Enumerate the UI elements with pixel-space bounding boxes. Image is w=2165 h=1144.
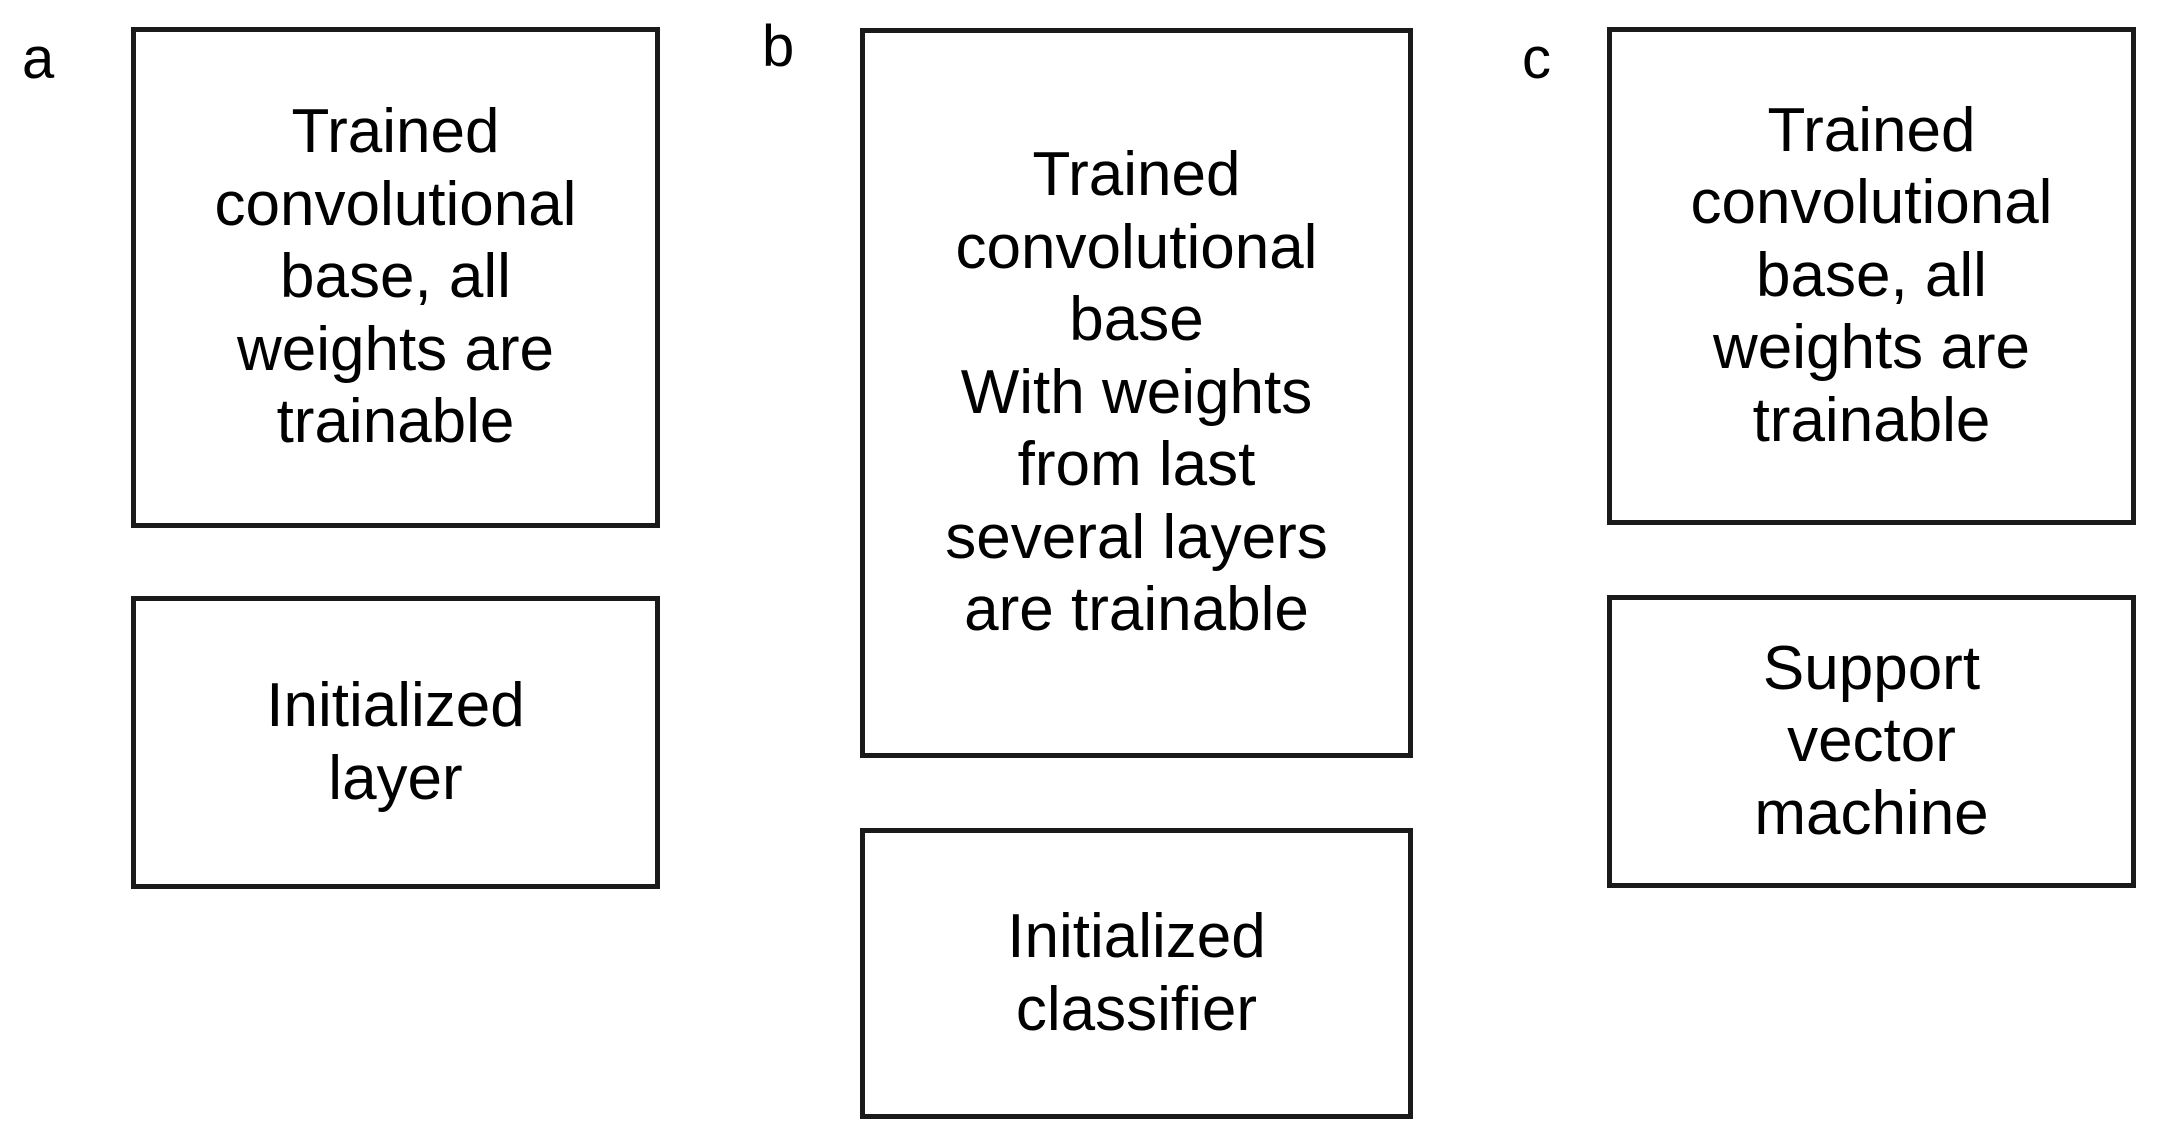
panel-b-box-trained-convolutional-base: Trained convolutional base With weights … [860,28,1413,758]
panel-label-b: b [762,14,795,79]
panel-label-c: c [1522,26,1551,91]
panel-a-box-initialized-layer: Initialized layer [131,596,660,889]
panel-c-box-support-vector-machine: Support vector machine [1607,595,2136,888]
panel-a-box-1-text: Trained convolutional base, all weights … [214,97,577,457]
panel-b-box-2-text: Initialized classifier [1007,901,1266,1044]
panel-b-box-1-text: Trained convolutional base With weights … [945,140,1328,645]
panel-c-box-2-text: Support vector machine [1754,633,1989,848]
panel-a-box-2-text: Initialized layer [266,670,525,813]
panel-label-a: a [22,26,55,91]
panel-c-box-1-text: Trained convolutional base, all weights … [1690,95,2053,455]
panel-c-box-trained-convolutional-base: Trained convolutional base, all weights … [1607,27,2136,525]
panel-a-box-trained-convolutional-base: Trained convolutional base, all weights … [131,27,660,528]
panel-b-box-initialized-classifier: Initialized classifier [860,828,1413,1119]
